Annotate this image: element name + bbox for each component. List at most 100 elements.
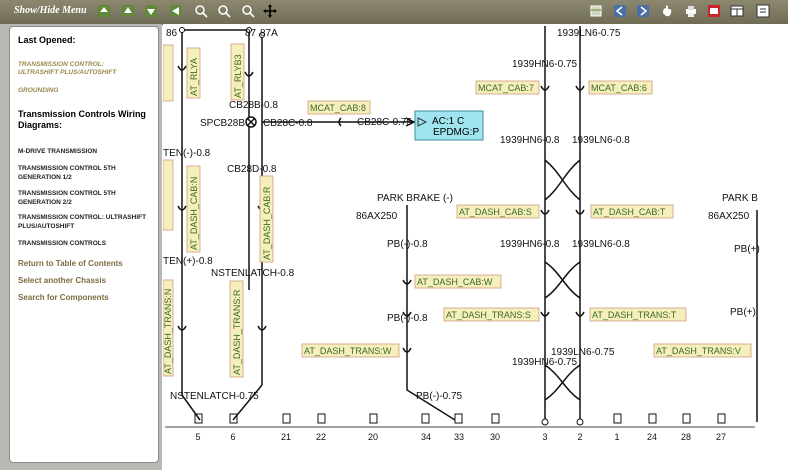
wire-label-cb28c-075: CB28C-0.75	[357, 117, 412, 128]
tag-dash-trans-w: AT_DASH_TRANS:W	[304, 346, 392, 356]
tag-dash-trans-r: AT_DASH_TRANS:R	[232, 289, 242, 375]
pin-86: 86	[166, 28, 178, 39]
show-hide-menu-button[interactable]: Show/Hide Menu	[14, 5, 87, 16]
wire-label-hn6-075-top: 1939HN6-0.75	[512, 59, 577, 70]
last-page-icon[interactable]	[168, 3, 184, 19]
bottom-pin-28: 28	[681, 432, 691, 442]
bottom-pin-20: 20	[368, 432, 378, 442]
print-icon[interactable]	[683, 3, 699, 19]
zoom-in-icon[interactable]	[193, 3, 209, 19]
wire-label-86ax250: 86AX250	[356, 211, 398, 222]
ac1-sublabel: EPDMG:P	[433, 127, 479, 138]
wire-label-cb28b: CB28B-0.8	[229, 100, 278, 111]
diagrams-heading: Transmission Controls Wiring Diagrams:	[18, 109, 146, 130]
twisted-pair-1	[544, 159, 581, 201]
bottom-pin-1: 1	[614, 432, 619, 442]
wire-label-ln6-08-a: 1939LN6-0.8	[572, 135, 630, 146]
wire-label-hn6-075-bot: 1939HN6-0.75	[512, 357, 577, 368]
tag-dash-trans-s: AT_DASH_TRANS:S	[446, 310, 531, 320]
last-opened-link-grounding[interactable]: GROUNDING	[18, 87, 59, 94]
wire-label-ln6-08-b: 1939LN6-0.8	[572, 239, 630, 250]
pin-symbols	[194, 413, 726, 424]
arrow-to-ac1	[405, 117, 416, 127]
wire-label-spcb28b: SPCB28B	[200, 118, 245, 129]
wire-label-pb-08-b: PB(-)-0.8	[387, 313, 428, 324]
twisted-pair-3	[544, 364, 581, 401]
sidebar-panel: Last Opened: TRANSMISSION CONTROL: ULTRA…	[9, 26, 159, 463]
tag-mcat-cab-8: MCAT_CAB:8	[310, 103, 366, 113]
twisted-pair-2	[544, 261, 581, 299]
wire-label-hn6-08-b: 1939HN6-0.8	[500, 239, 560, 250]
forward-icon[interactable]	[635, 3, 651, 19]
tag-mcat-cab-6: MCAT_CAB:6	[591, 83, 647, 93]
bottom-pin-34: 34	[421, 432, 431, 442]
wire-label-nstenlatch-08: NSTENLATCH-0.8	[211, 268, 295, 279]
bottom-pin-22: 22	[316, 432, 326, 442]
tag-dash-cab-t: AT_DASH_CAB:T	[593, 207, 666, 217]
diagram-link-mdrive[interactable]: M-DRIVE TRANSMISSION	[18, 148, 98, 155]
wire-label-nstenlatch-075: NSTENLATCH-0.75	[170, 391, 259, 402]
wiring-diagram-svg: AC:1 C EPDMG:P 86 87 87A CB28B-0.8 SPCB2…	[162, 26, 760, 442]
zoom-fit-icon[interactable]	[240, 3, 256, 19]
wire-label-park-brake: PARK BRAKE (-)	[377, 193, 453, 204]
bottom-pin-30: 30	[490, 432, 500, 442]
sidebar: Last Opened: TRANSMISSION CONTROL: ULTRA…	[0, 24, 162, 470]
bottom-pin-33: 33	[454, 432, 464, 442]
ac1-component-box	[414, 110, 484, 141]
wire-87a-down	[232, 384, 263, 421]
wire-label-ln6-075-bot: 1939LN6-0.75	[551, 347, 615, 358]
pin-87a: 87A	[260, 28, 278, 39]
tag-dash-cab-r: AT_DASH_CAB:R	[262, 186, 272, 260]
diagram-link-ultrashift[interactable]: TRANSMISSION CONTROL: ULTRASHIFT PLUS/AU…	[18, 214, 147, 230]
pan-move-icon[interactable]	[262, 3, 278, 19]
tag-relay-a: AT_RLYA	[189, 58, 199, 96]
pin-87: 87	[245, 28, 257, 39]
tag-dash-trans-t: AT_DASH_TRANS:T	[592, 310, 677, 320]
toolbar: Show/Hide Menu	[0, 0, 788, 25]
bottom-pin-24: 24	[647, 432, 657, 442]
wiring-diagram[interactable]: AC:1 C EPDMG:P 86 87 87A CB28B-0.8 SPCB2…	[162, 24, 788, 470]
wire-label-pb-plus-b: PB(+)	[730, 307, 756, 318]
tag-mcat-cab-7: MCAT_CAB:7	[478, 83, 534, 93]
diagram-link-5th-gen-1[interactable]: TRANSMISSION CONTROL 5TH GENERATION 1/2	[18, 165, 116, 181]
zoom-out-icon[interactable]	[216, 3, 232, 19]
wire-86-down	[181, 394, 201, 421]
wire-label-pb-08-a: PB(-)-0.8	[387, 239, 428, 250]
wire-label-park-brake-right: PARK B	[722, 193, 758, 204]
pdf-export-icon[interactable]	[706, 3, 722, 19]
bottom-pin-2: 2	[577, 432, 582, 442]
previous-page-icon[interactable]	[120, 3, 136, 19]
tag-dash-cab-n: AT_DASH_CAB:N	[189, 177, 199, 250]
wire-label-cb28c-08: CB28C-0.8	[263, 118, 313, 129]
wire-label-pb-075: PB(-)-0.75	[416, 391, 463, 402]
diagram-link-5th-gen-2[interactable]: TRANSMISSION CONTROL 5TH GENERATION 2/2	[18, 190, 116, 206]
tag-dash-cab-s: AT_DASH_CAB:S	[459, 207, 532, 217]
bottom-pin-3: 3	[542, 432, 547, 442]
tag-relay-b3: AT_RLYB3	[233, 54, 243, 98]
wire-label-cb28d: CB28D-0.8	[227, 164, 277, 175]
tag-dash-trans-v: AT_DASH_TRANS:V	[656, 346, 741, 356]
bottom-pin-21: 21	[281, 432, 291, 442]
tag-dash-cab-w: AT_DASH_CAB:W	[417, 277, 493, 287]
wire-label-ten-plus: TEN(+)-0.8	[163, 256, 213, 267]
first-page-icon[interactable]	[96, 3, 112, 19]
tag-dash-trans-n: AT_DASH_TRANS:N	[163, 289, 173, 374]
hand-tool-icon[interactable]	[659, 3, 675, 19]
bottom-pin-6: 6	[230, 432, 235, 442]
wire-label-86ax250-right: 86AX250	[708, 211, 750, 222]
bottom-pin-5: 5	[195, 432, 200, 442]
wire-label-hn6-08-a: 1939HN6-0.8	[500, 135, 560, 146]
wire-label-pb-plus-a: PB(+)	[734, 244, 760, 255]
search-components-link[interactable]: Search for Components	[18, 293, 109, 302]
next-page-icon[interactable]	[143, 3, 159, 19]
back-icon[interactable]	[612, 3, 628, 19]
return-to-toc-link[interactable]: Return to Table of Contents	[18, 259, 123, 268]
last-opened-link-ultrashift[interactable]: TRANSMISSION CONTROL: ULTRASHIFT PLUS/AU…	[18, 61, 117, 76]
select-chassis-link[interactable]: Select another Chassis	[18, 276, 107, 285]
diagram-link-controls[interactable]: TRANSMISSION CONTROLS	[18, 240, 107, 247]
layout-icon[interactable]	[588, 3, 604, 19]
window-icon[interactable]	[729, 3, 745, 19]
bottom-pin-27: 27	[716, 432, 726, 442]
help-icon[interactable]	[755, 3, 771, 19]
wire-label-ln6-075-top: 1939LN6-0.75	[557, 28, 621, 39]
